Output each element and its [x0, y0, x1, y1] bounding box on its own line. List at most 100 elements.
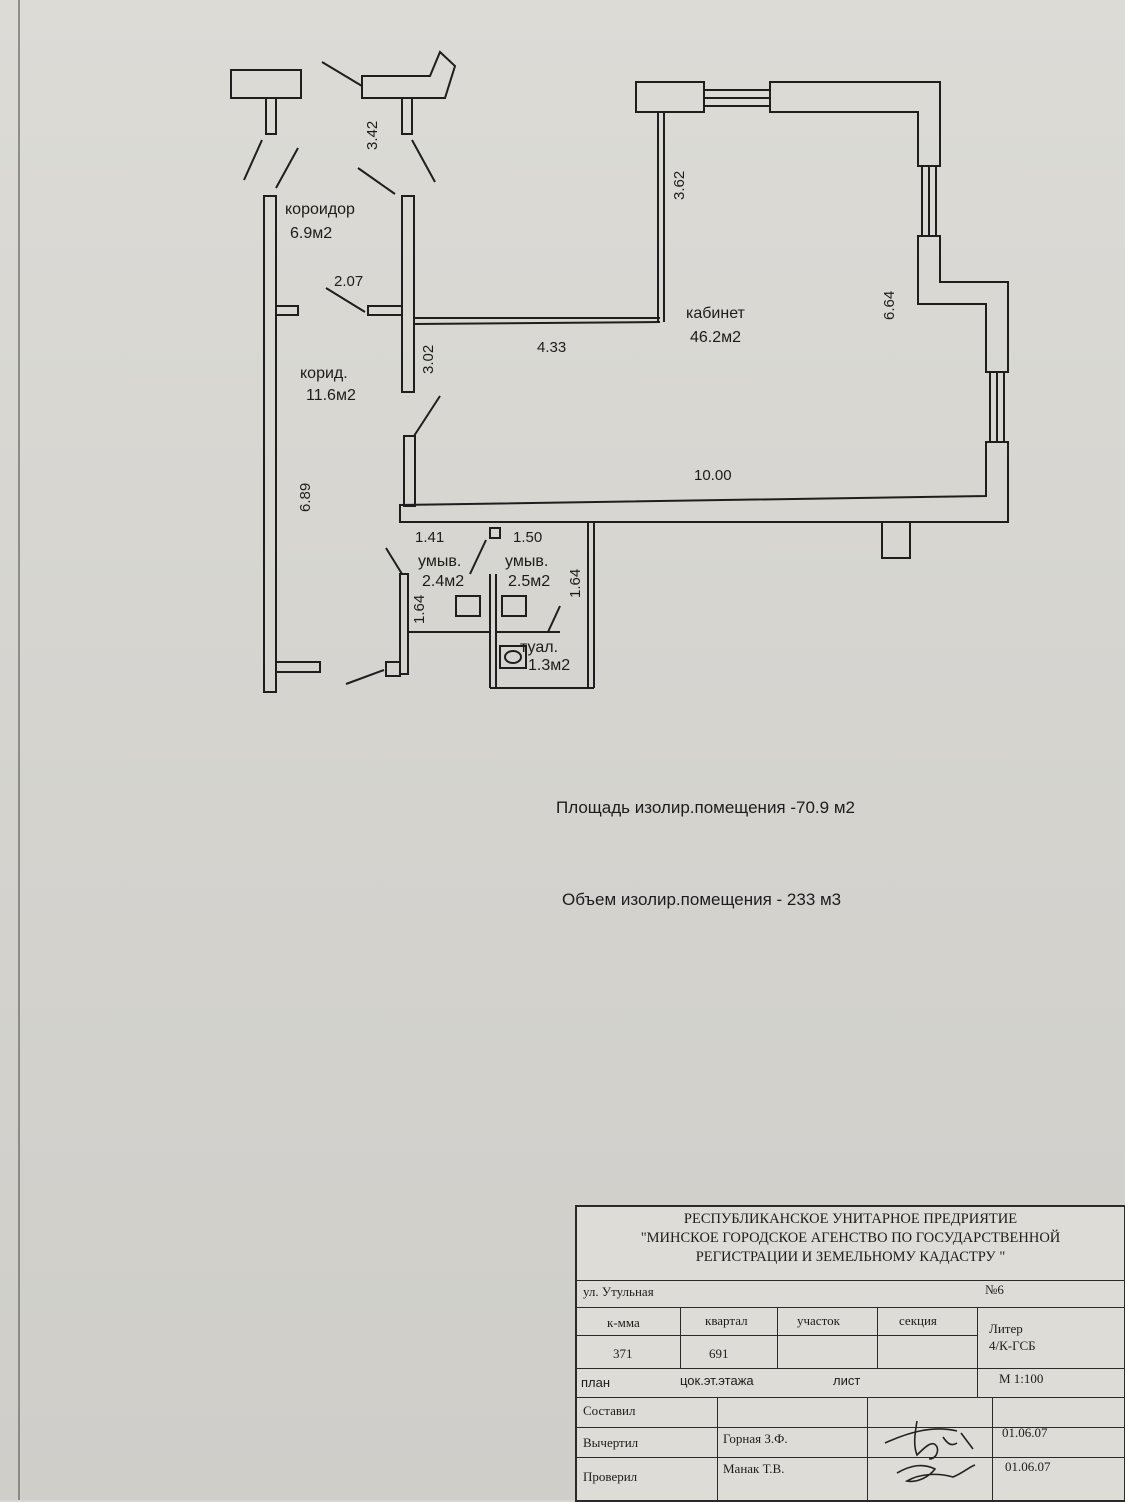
dimension-label: 3.62: [671, 171, 688, 200]
stamp-rule: [877, 1307, 878, 1368]
stamp-drawn-date: 01.06.07: [1002, 1425, 1048, 1440]
stamp-drawn-name: Горная З.Ф.: [723, 1431, 788, 1446]
sheet-margin-line: [18, 0, 20, 1500]
stamp-rule: [717, 1397, 718, 1500]
stamp-rule: [867, 1397, 868, 1500]
washroom-wall: [399, 573, 409, 675]
wall-fragment: [401, 97, 413, 135]
stamp-scale: М 1:100: [999, 1371, 1044, 1386]
door-swing-line: [469, 539, 487, 575]
wall-stub: [881, 521, 911, 559]
room-area-corridor-1: 6.9м2: [290, 225, 332, 242]
stamp-rule: [777, 1307, 778, 1368]
stamp-rule: [577, 1427, 1124, 1428]
dimension-label: 10.00: [694, 467, 732, 484]
wall-stub: [403, 435, 416, 507]
title-block-stamp: РЕСПУБЛИКАНСКОЕ УНИТАРНОЕ ПРЕДРИЯТИЕ "МИ…: [575, 1205, 1125, 1502]
stamp-col-liter: Литер: [989, 1321, 1023, 1336]
stamp-liter-value: 4/К-ГСБ: [989, 1338, 1036, 1353]
wall-stub: [367, 305, 403, 316]
stamp-col-kvartal: квартал: [705, 1313, 748, 1328]
wall-block: [917, 235, 1009, 373]
stamp-street: ул. Утульная: [583, 1284, 654, 1299]
stamp-col-uchastok: участок: [797, 1313, 840, 1328]
stamp-rule: [992, 1397, 993, 1500]
room-name-washroom-1: умыв.: [418, 553, 461, 570]
stamp-rule: [577, 1397, 1124, 1398]
dimension-label: 3.42: [364, 121, 381, 150]
stamp-plan-value: цок.эт.этажа: [680, 1373, 754, 1388]
room-name-toilet: туал.: [520, 639, 558, 656]
wall-fragment: [265, 97, 277, 135]
door-swing-line: [275, 147, 299, 189]
dimension-label: 1.50: [513, 529, 542, 546]
dimension-label: 2.07: [334, 273, 363, 290]
room-area-corridor-2: 11.6м2: [306, 387, 356, 404]
dimension-label: 1.41: [415, 529, 444, 546]
room-name-corridor-2: корид.: [300, 365, 348, 382]
dimension-label: 6.89: [297, 483, 314, 512]
wall-block: [769, 81, 941, 167]
dimension-label: 1.64: [567, 569, 584, 598]
stamp-checked-name: Манак Т.В.: [723, 1461, 785, 1476]
door-swing-line: [357, 167, 396, 195]
room-area-washroom-1: 2.4м2: [422, 573, 464, 590]
stamp-org-line: РЕСПУБЛИКАНСКОЕ УНИТАРНОЕ ПРЕДРИЯТИЕ: [683, 1211, 1018, 1227]
stamp-checked-date: 01.06.07: [1005, 1459, 1051, 1474]
door-swing-line: [385, 547, 403, 575]
stamp-plan-label: план: [581, 1375, 611, 1390]
wall-fragment: [230, 69, 302, 99]
isolated-room-area: Площадь изолир.помещения -70.9 м2: [556, 798, 855, 817]
wall-stub: [275, 305, 299, 316]
toilet-bowl-icon: [504, 650, 522, 664]
dimension-label: 4.33: [537, 339, 566, 356]
wall-fragment: [361, 50, 457, 99]
stamp-col-sektsiya: секция: [899, 1313, 937, 1328]
stamp-checked-label: Проверил: [583, 1469, 638, 1484]
room-name-washroom-2: умыв.: [505, 553, 548, 570]
dimension-label: 6.64: [881, 291, 898, 320]
stamp-compiled-label: Составил: [583, 1403, 636, 1418]
partition-line: [413, 321, 661, 325]
room-area-cabinet: 46.2м2: [690, 329, 741, 346]
stamp-building-number: №6: [985, 1282, 1004, 1297]
handwritten-signature: [884, 1420, 976, 1483]
stamp-org-line: "МИНСКОЕ ГОРОДСКОЕ АГЕНСТВО ПО ГОСУДАРСТ…: [640, 1230, 1061, 1246]
door-swing-line: [321, 61, 363, 87]
sink-icon: [501, 595, 527, 617]
stamp-rule: [577, 1307, 1124, 1308]
corridor-outer-wall: [263, 195, 277, 693]
stamp-rule: [680, 1307, 681, 1368]
door-swing-line: [325, 287, 366, 313]
stamp-rule: [977, 1307, 978, 1398]
toilet-icon: [499, 645, 527, 669]
stamp-rule: [577, 1457, 1124, 1458]
room-name-corridor-1: короидор: [285, 201, 355, 218]
cabinet-south-wall: [399, 441, 1009, 523]
stamp-sheet-label: лист: [833, 1373, 861, 1388]
dimension-label: 3.02: [420, 345, 437, 374]
room-area-washroom-2: 2.5м2: [508, 573, 550, 590]
corridor-inner-wall: [401, 195, 415, 393]
isolated-room-volume: Объем изолир.помещения - 233 м3: [562, 890, 842, 909]
stamp-organization: РЕСПУБЛИКАНСКОЕ УНИТАРНОЕ ПРЕДРИЯТИЕ "МИ…: [577, 1207, 1124, 1281]
door-swing-line: [547, 605, 561, 633]
room-area-toilet: 1.3м2: [528, 657, 570, 674]
room-name-cabinet: кабинет: [686, 305, 746, 322]
wall-block: [635, 81, 705, 113]
wall-stub: [489, 527, 501, 539]
stamp-drawn-label: Вычертил: [583, 1435, 639, 1450]
door-swing-line: [413, 395, 441, 437]
wall-stub: [275, 661, 321, 673]
stamp-org-line: РЕГИСТРАЦИИ И ЗЕМЕЛЬНОМУ КАДАСТРУ ": [695, 1249, 1006, 1265]
dimension-label: 1.64: [411, 595, 428, 624]
sink-icon: [455, 595, 481, 617]
stamp-kvartal-value: 691: [709, 1346, 729, 1361]
wall-stub: [385, 661, 401, 677]
stamp-kmma-value: 371: [613, 1346, 633, 1361]
door-swing-line: [411, 139, 436, 183]
door-swing-line: [243, 139, 263, 181]
door-swing-line: [345, 669, 385, 685]
